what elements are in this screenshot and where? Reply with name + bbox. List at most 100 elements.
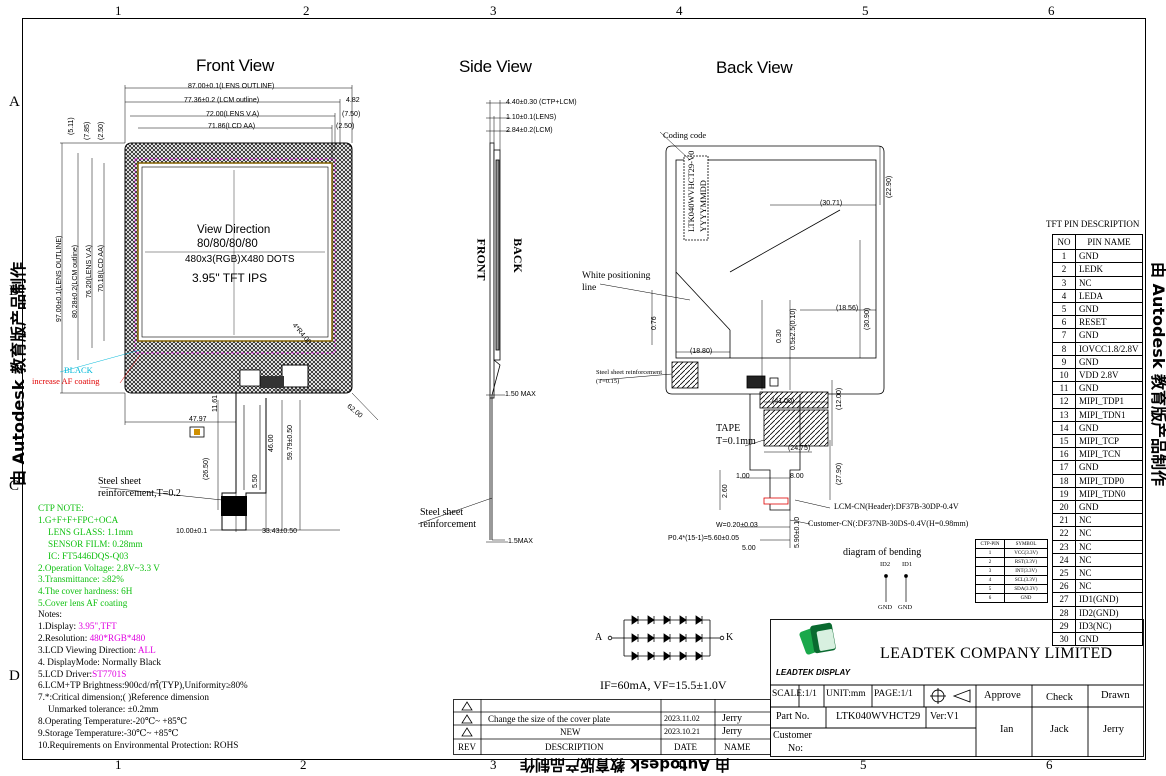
drawn-label: Drawn: [1101, 690, 1130, 701]
front-steel-label-2: reinforcement,T=0.2: [98, 488, 181, 499]
customer-no-label-2: No:: [788, 743, 803, 754]
view-direction-value: 80/80/80/80: [197, 238, 258, 250]
ctp-pin-number: 1: [975, 548, 1005, 558]
grid-col-2-bottom: 2: [300, 757, 307, 772]
dim-590: 5.90±0.10: [794, 516, 801, 548]
tft-pin-name: GND: [1075, 381, 1143, 396]
ctp-note-line: 5.Cover lens AF coating: [38, 598, 128, 609]
revision-header-date: DATE: [674, 742, 697, 752]
approve-name: Ian: [1000, 724, 1014, 735]
note-viewing: 3.LCD Viewing Direction: ALL: [38, 644, 156, 655]
ctp-pin-symbol: GND: [1004, 593, 1048, 603]
tft-pin-number: 1: [1052, 249, 1076, 264]
dim-2475: (24.75): [788, 445, 811, 452]
dim-lens-outline-w: 87.00±0.1(LENS OUTLINE): [188, 83, 275, 90]
dim-p04: P0.4*(15-1)=5.60±0.05: [668, 535, 739, 542]
bending-gnd-1: GND: [878, 604, 893, 611]
dim-lcd-aa-w: 71.86(LCD AA): [208, 123, 256, 130]
tft-pin-name: NC: [1075, 539, 1143, 554]
dim-1200: (12.00): [836, 387, 843, 410]
tft-pin-title: TFT PIN DESCRIPTION: [1046, 219, 1140, 229]
dim-500: 5.00: [742, 545, 756, 552]
revision-grid: [453, 699, 771, 755]
note-op-temp: 8.Operating Temperature:-20℃~ +85℃: [38, 716, 188, 727]
tft-pin-name: MIPI_TCN: [1075, 447, 1143, 462]
note-brightness: 6.LCM+TP Brightness:900cd/㎡(TYP),Uniform…: [38, 680, 248, 691]
ctp-pin-symbol: SDA(3.3V): [1004, 584, 1048, 594]
note-tolerance: Unmarked tolerance: ±0.2mm: [48, 704, 159, 715]
note-st-temp: 9.Storage Temperature:-30℃~ +85℃: [38, 728, 179, 739]
tft-pin-name: NC: [1075, 513, 1143, 528]
front-view-title: Front View: [196, 56, 274, 75]
part-no-value: LTK040WVHCT29: [836, 711, 921, 722]
tft-pin-number: 11: [1052, 381, 1076, 396]
tft-pin-name: MIPI_TDN1: [1075, 407, 1143, 422]
grid-col-1: 1: [115, 3, 122, 18]
ctp-note-line: SENSOR FILM: 0.28mm: [48, 538, 143, 549]
led-spec: IF=60mA, VF=15.5±1.0V: [600, 678, 727, 692]
tft-pin-name: ID1(GND): [1075, 592, 1143, 607]
tft-pin-name: GND: [1075, 354, 1143, 370]
tft-pin-name: LEDK: [1075, 262, 1143, 277]
front-panel-type: 3.95" TFT IPS: [192, 271, 268, 285]
customer-connector-label: Customer-CN(:DF37NB-30DS-0.4V(H=0.98mm): [808, 519, 969, 528]
grid-col-4: 4: [676, 3, 683, 18]
grid-col-5: 5: [862, 3, 869, 18]
dim-100: 1.00: [736, 473, 750, 480]
note-driver: 5.LCD Driver:ST7701S: [38, 668, 127, 679]
tft-pin-name: GND: [1075, 632, 1143, 647]
dim-1880: (18.80): [690, 348, 713, 355]
lcm-connector-label: LCM-CN(Header):DF37B-30DP-0.4V: [834, 502, 959, 511]
tft-pin-name: GND: [1075, 249, 1143, 264]
dim-4100: (41.00): [772, 398, 795, 405]
tft-pin-name: LEDA: [1075, 288, 1143, 304]
tft-pin-number: 21: [1052, 513, 1076, 528]
tft-pin-number: 25: [1052, 566, 1076, 581]
dim-1856: (18.56): [836, 305, 859, 312]
white-positioning-label-2: line: [582, 283, 597, 293]
dim-3343: 33.43±0.50: [262, 528, 297, 535]
dim-3090: (30.90): [864, 307, 871, 330]
tft-pin-name: NC: [1075, 275, 1143, 290]
ctp-pin-number: 6: [975, 593, 1005, 603]
dim-lens-va-w: 72.00(LENS V.A): [206, 111, 260, 118]
side-steel-label-2: reinforcement: [420, 519, 477, 530]
dim-800: 8.00: [790, 473, 804, 480]
ctp-pin-number: 2: [975, 557, 1005, 567]
company-name: LEADTEK COMPANY LIMITED: [880, 645, 1113, 662]
tft-pin-name: MIPI_TDN0: [1075, 486, 1143, 502]
dim-260: 2.60: [722, 484, 729, 498]
unit-label: UNIT:mm: [826, 689, 866, 699]
back-view-title: Back View: [716, 58, 793, 77]
front-steel-label-1: Steel sheet: [98, 476, 142, 487]
note-resolution: 2.Resolution: 480*RGB*480: [38, 632, 146, 643]
notes-block: Notes: 1.Display: 3.95",TFT 2.Resolution…: [38, 609, 248, 752]
note-env: 10.Requirements on Environmental Protect…: [38, 739, 239, 750]
grid-col-2: 2: [303, 3, 310, 18]
led-cathode: K: [726, 632, 734, 643]
tft-pin-number: 28: [1052, 605, 1076, 620]
tft-pin-number: 23: [1052, 539, 1076, 554]
dim-150: 1.50 MAX: [505, 391, 536, 398]
led-circuit: [607, 615, 725, 661]
ctp-pin-header-no: CTP-PIN: [975, 539, 1005, 549]
